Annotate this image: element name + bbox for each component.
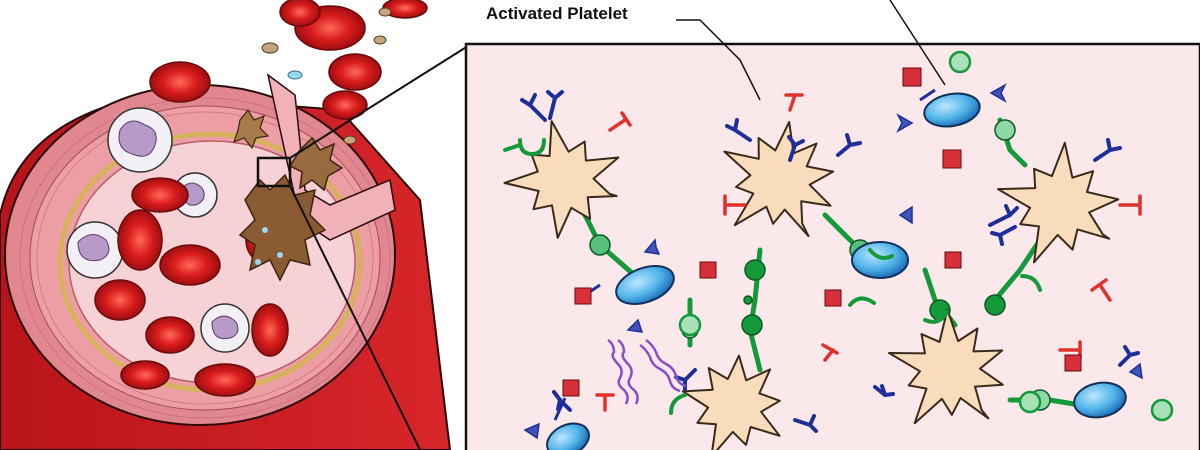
fibrinogen-icon [615, 265, 675, 305]
white-cell [66, 221, 124, 279]
light-green-ligands [678, 50, 1174, 422]
clot [233, 108, 344, 282]
green-cup-receptors [503, 138, 1042, 415]
activated-platelet-label: Activated Platelet [486, 4, 628, 23]
fibrin-chains [607, 338, 687, 405]
red-square-ligands [553, 67, 1082, 421]
platelet-icon [997, 141, 1120, 264]
platelet-icon [681, 354, 781, 450]
fibrinogen-icon [546, 422, 590, 450]
red-cells [94, 177, 289, 397]
fibrinogen-icon [851, 241, 909, 279]
red-receptors [595, 93, 1142, 412]
label-leader-lines [676, 0, 946, 101]
platelet-icon [503, 120, 620, 239]
loose-blood-cells [149, 0, 428, 120]
fibrinogen-icon [1073, 381, 1127, 419]
white-cell [200, 303, 250, 353]
platelet-icon [888, 308, 1004, 425]
zoom-panel [464, 42, 1200, 450]
platelets [503, 120, 1120, 450]
blue-receptors [520, 90, 1140, 433]
magnifier-box [256, 156, 292, 188]
fibrinogen-molecules [546, 92, 1127, 450]
loose-debris [261, 7, 392, 145]
white-cell [107, 107, 173, 173]
blue-bowtie-ligands [523, 83, 1143, 440]
fibrinogen-icon [923, 92, 981, 128]
callout-lines [289, 45, 469, 450]
platelet-icon [723, 121, 835, 238]
artery [0, 73, 452, 450]
